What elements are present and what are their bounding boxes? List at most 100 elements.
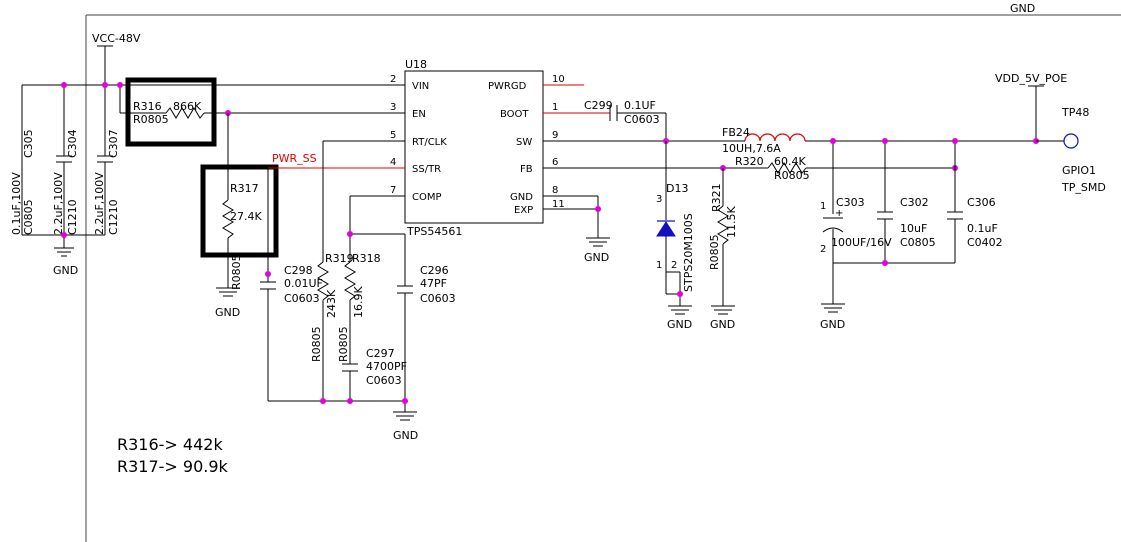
svg-text:FB: FB <box>520 164 533 175</box>
capacitor-c306: C306 0.1uF C0402 <box>947 196 1003 249</box>
svg-text:SS/TR: SS/TR <box>412 164 441 175</box>
svg-text:GND: GND <box>510 192 533 203</box>
svg-text:R0805: R0805 <box>337 326 350 362</box>
capacitor-c298: C298 0.01UF C0603 <box>260 264 323 305</box>
svg-text:TP48: TP48 <box>1061 106 1089 119</box>
svg-text:1: 1 <box>820 201 826 212</box>
svg-text:GPIO1: GPIO1 <box>1062 164 1096 177</box>
svg-text:GND: GND <box>667 318 692 331</box>
svg-text:R321: R321 <box>710 183 723 212</box>
svg-text:RT/CLK: RT/CLK <box>412 137 447 148</box>
svg-text:10: 10 <box>552 74 565 85</box>
svg-text:R0805: R0805 <box>230 254 243 290</box>
capacitor-c303: 1 + 2 C303 100UF/16V <box>820 196 892 255</box>
svg-text:+: + <box>835 208 843 219</box>
resistor-r320: R320 60.4K R0805 <box>735 155 810 182</box>
svg-text:C303: C303 <box>836 196 865 209</box>
svg-text:10uF: 10uF <box>900 222 927 235</box>
svg-text:0.01UF: 0.01UF <box>284 277 323 290</box>
svg-text:C302: C302 <box>900 196 929 209</box>
svg-text:9: 9 <box>552 130 558 141</box>
svg-text:R316: R316 <box>133 100 162 113</box>
svg-text:TP_SMD: TP_SMD <box>1061 181 1106 194</box>
svg-text:R320: R320 <box>735 155 764 168</box>
pwr-ss-label: PWR_SS <box>272 152 317 165</box>
resistor-r317: R317 27.4K R0805 <box>222 182 262 290</box>
svg-text:2: 2 <box>820 244 826 255</box>
svg-text:1: 1 <box>656 260 662 271</box>
capacitor-c299: C299 0.1UF C0603 <box>584 99 660 126</box>
gnd-symbol-input: GND <box>53 235 78 277</box>
svg-text:2.2uF,100V: 2.2uF,100V <box>93 172 106 235</box>
svg-text:3: 3 <box>656 194 662 205</box>
svg-text:SW: SW <box>516 137 532 148</box>
capacitor-c304: 2.2uF,100V C1210 C304 <box>52 85 113 235</box>
svg-text:R0805: R0805 <box>774 169 810 182</box>
gnd-symbol-comp: GND <box>393 411 418 442</box>
diode-d13: D13 3 1 2 STPS20M100S <box>656 141 695 294</box>
svg-text:R0805: R0805 <box>708 234 721 270</box>
svg-text:GND: GND <box>820 318 845 331</box>
svg-text:11: 11 <box>552 199 565 210</box>
svg-text:COMP: COMP <box>412 192 442 203</box>
svg-text:2.2uF,100V: 2.2uF,100V <box>52 172 65 235</box>
svg-text:866K: 866K <box>173 100 202 113</box>
highlight-r316 <box>125 77 217 147</box>
svg-text:3: 3 <box>390 102 396 113</box>
testpoint-tp48: TP48 GPIO1 TP_SMD <box>1061 106 1106 194</box>
svg-text:R319: R319 <box>325 252 354 265</box>
capacitor-c307: 2.2uF,100V C1210 C307 <box>93 129 120 235</box>
svg-text:100UF/16V: 100UF/16V <box>831 236 892 249</box>
svg-text:FB24: FB24 <box>722 126 750 139</box>
svg-text:16.9K: 16.9K <box>352 286 365 318</box>
svg-text:C0805: C0805 <box>22 199 35 235</box>
svg-text:4: 4 <box>390 157 396 168</box>
svg-text:R0805: R0805 <box>310 326 323 362</box>
svg-text:STPS20M100S: STPS20M100S <box>682 213 695 292</box>
svg-text:GND: GND <box>710 318 735 331</box>
svg-text:C307: C307 <box>107 129 120 158</box>
svg-text:VIN: VIN <box>412 81 429 92</box>
svg-text:GND: GND <box>53 264 78 277</box>
gnd-symbol-r321: GND <box>710 305 735 331</box>
note-r317: R317-> 90.9k <box>117 457 229 476</box>
svg-text:EN: EN <box>412 109 426 120</box>
svg-text:0.1UF: 0.1UF <box>624 99 656 112</box>
svg-text:C306: C306 <box>967 196 996 209</box>
svg-text:C1210: C1210 <box>66 199 79 235</box>
svg-text:0.1uF: 0.1uF <box>967 222 998 235</box>
svg-text:C0603: C0603 <box>420 292 456 305</box>
svg-text:C304: C304 <box>66 129 79 158</box>
svg-text:C297: C297 <box>366 347 395 360</box>
svg-text:C296: C296 <box>420 264 449 277</box>
svg-text:11.5K: 11.5K <box>725 206 738 238</box>
svg-text:C0603: C0603 <box>366 374 402 387</box>
svg-text:10UH,7.6A: 10UH,7.6A <box>722 142 781 155</box>
svg-text:C305: C305 <box>22 129 35 158</box>
svg-text:5: 5 <box>390 130 396 141</box>
resistor-r318: R318 16.9K R0805 <box>337 252 381 362</box>
resistor-r316: R316 866K R0805 <box>133 100 205 126</box>
ic-ref: U18 <box>405 58 427 71</box>
svg-text:EXP: EXP <box>514 205 533 216</box>
svg-text:2: 2 <box>671 260 677 271</box>
svg-text:C0603: C0603 <box>624 113 660 126</box>
svg-text:R317: R317 <box>230 182 259 195</box>
svg-text:1: 1 <box>552 102 558 113</box>
gnd-symbol-output: GND <box>820 303 845 331</box>
svg-text:8: 8 <box>552 185 558 196</box>
capacitor-c297: C297 4700PF C0603 <box>342 347 407 387</box>
svg-text:GND: GND <box>584 251 609 264</box>
ic-u18: U18 TPS54561 2 VIN 3 EN 5 RT/CLK 4 SS/TR… <box>390 58 565 238</box>
svg-text:C298: C298 <box>284 264 313 277</box>
svg-text:27.4K: 27.4K <box>230 210 262 223</box>
svg-text:60.4K: 60.4K <box>774 155 806 168</box>
svg-text:PWRGD: PWRGD <box>488 81 527 92</box>
svg-text:R318: R318 <box>352 252 381 265</box>
top-gnd-label: GND <box>1010 2 1035 15</box>
capacitor-c296: C296 47PF C0603 <box>397 264 456 305</box>
highlight-r317 <box>200 164 279 258</box>
gnd-symbol-ic: GND <box>584 237 610 264</box>
svg-text:GND: GND <box>215 306 240 319</box>
